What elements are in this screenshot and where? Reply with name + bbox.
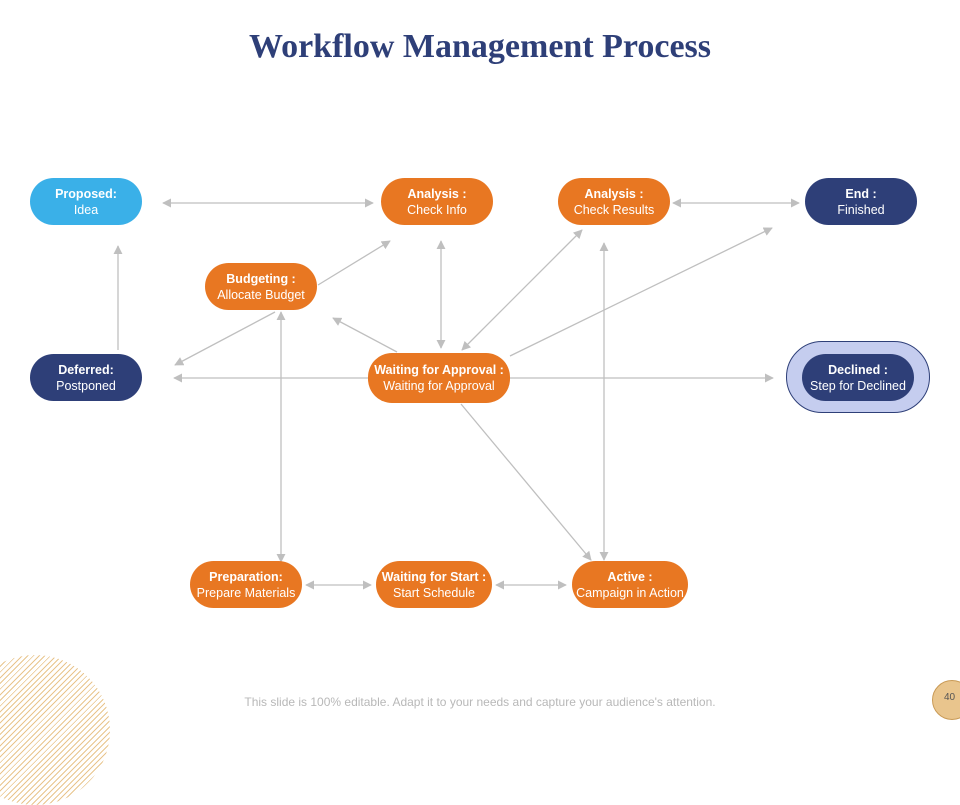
arrow-waiting-budgeting bbox=[332, 317, 398, 353]
node-analysis-info: Analysis : Check Info bbox=[381, 178, 493, 225]
node-budgeting: Budgeting : Allocate Budget bbox=[205, 263, 317, 310]
node-sublabel: Check Info bbox=[407, 202, 467, 217]
node-label: Preparation: bbox=[209, 569, 283, 584]
arrow-budgeting-deferred bbox=[174, 311, 276, 366]
node-label: Waiting for Start : bbox=[381, 569, 487, 584]
node-label: Waiting for Approval : bbox=[374, 363, 504, 377]
arrow-budgeting-analysis bbox=[317, 240, 391, 286]
page-number: 40 bbox=[944, 692, 956, 703]
node-sublabel: Finished bbox=[837, 202, 885, 217]
node-label: Budgeting : bbox=[226, 271, 296, 286]
node-analysis-results: Analysis : Check Results bbox=[558, 178, 670, 225]
node-declined: Declined : Step for Declined bbox=[802, 354, 914, 401]
node-sublabel: Campaign in Action bbox=[576, 585, 684, 600]
node-preparation: Preparation: Prepare Materials bbox=[190, 561, 302, 608]
node-label: End : bbox=[845, 186, 877, 201]
node-end: End : Finished bbox=[805, 178, 917, 225]
node-sublabel: Postponed bbox=[56, 378, 116, 393]
page-title: Workflow Management Process bbox=[248, 28, 712, 65]
arrow-waiting-active bbox=[460, 403, 592, 561]
node-label: Analysis : bbox=[407, 186, 467, 201]
node-label: Deferred: bbox=[58, 362, 114, 377]
node-sublabel: Prepare Materials bbox=[196, 585, 296, 600]
node-deferred: Deferred: Postponed bbox=[30, 354, 142, 401]
node-waiting-approval: Waiting for Approval : Waiting for Appro… bbox=[368, 353, 510, 403]
arrow-waiting-end bbox=[509, 227, 773, 357]
node-label: Proposed: bbox=[55, 186, 117, 201]
node-sublabel: Allocate Budget bbox=[217, 287, 305, 302]
node-sublabel: Check Results bbox=[573, 202, 655, 217]
node-label: Declined : bbox=[828, 362, 888, 377]
node-proposed: Proposed: Idea bbox=[30, 178, 142, 225]
node-sublabel: Step for Declined bbox=[810, 378, 906, 393]
node-active: Active : Campaign in Action bbox=[572, 561, 688, 608]
node-sublabel: Idea bbox=[73, 202, 99, 217]
node-sublabel: Waiting for Approval bbox=[383, 379, 495, 393]
node-waiting-start: Waiting for Start : Start Schedule bbox=[376, 561, 492, 608]
node-label: Active : bbox=[607, 569, 653, 584]
footer-note: This slide is 100% editable. Adapt it to… bbox=[244, 695, 716, 709]
node-label: Analysis : bbox=[584, 186, 644, 201]
arrow-waiting-results bbox=[461, 229, 583, 351]
node-sublabel: Start Schedule bbox=[393, 585, 475, 600]
